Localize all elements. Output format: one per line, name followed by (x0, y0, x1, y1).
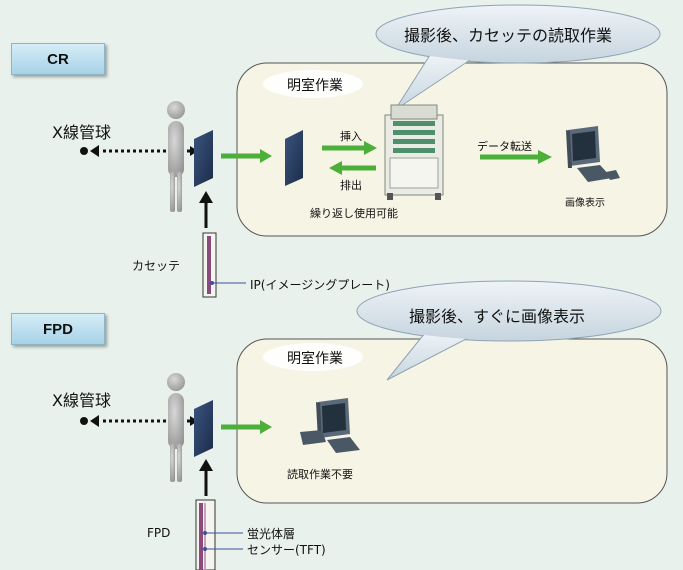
cr-reusable-label: 繰り返し使用可能 (310, 207, 398, 220)
cr-plate-in-room (285, 130, 303, 186)
fpd-computer-icon (300, 398, 360, 453)
cr-bubble-text: 撮影後、カセッテの読取作業 (404, 26, 613, 45)
cr-room-label: 明室作業 (287, 78, 343, 94)
fpd-room-pill (263, 343, 363, 371)
fpd-sensor-label: センサー(TFT) (247, 543, 326, 557)
cr-transfer-label: データ転送 (477, 140, 532, 153)
cr-xray-label: X線管球 (52, 123, 111, 142)
cr-tab: CR (11, 43, 105, 75)
fpd-speech-bubble (356, 280, 662, 381)
cr-room-pill (263, 70, 363, 98)
fpd-room-label: 明室作業 (287, 351, 343, 367)
fpd-xray-tube-icon (80, 415, 99, 427)
fpd-tab: FPD (11, 313, 105, 345)
cr-ip-label: IP(イメージングプレート) (250, 278, 390, 292)
fpd-detector-plate (194, 400, 213, 457)
cr-computer-icon (566, 126, 620, 182)
cr-display-label: 画像表示 (565, 198, 605, 209)
cr-reader-machine (384, 104, 444, 200)
cr-detector-plate (194, 130, 213, 187)
cr-speech-bubble (375, 4, 661, 111)
fpd-noread-label: 読取作業不要 (287, 468, 353, 481)
fpd-xray-label: X線管球 (52, 391, 111, 410)
cr-cassette (202, 232, 217, 298)
fpd-patient-figure (167, 373, 185, 482)
cr-xray-tube-icon (80, 145, 99, 157)
cr-insert-label: 挿入 (340, 130, 362, 143)
cr-cassette-label: カセッテ (132, 259, 181, 273)
cr-patient-figure (167, 101, 185, 212)
fpd-label: FPD (147, 526, 171, 540)
fpd-phosphor-label: 蛍光体層 (247, 527, 296, 541)
cr-eject-label: 排出 (340, 179, 362, 192)
fpd-detector-stack (195, 499, 216, 570)
fpd-bubble-text: 撮影後、すぐに画像表示 (409, 307, 586, 326)
